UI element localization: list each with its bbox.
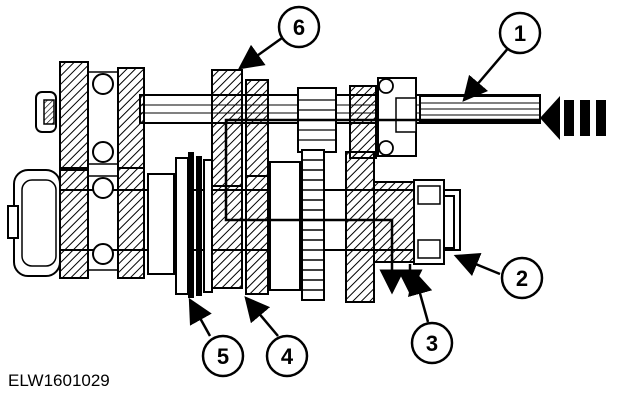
lower-right-gear [345, 151, 415, 303]
middle-spur-gear [269, 149, 325, 301]
callout-3-label: 3 [426, 331, 438, 356]
gear-4-lower [211, 175, 269, 295]
input-flow-arrow [540, 96, 606, 140]
figure-code: ELW1601029 [8, 371, 110, 390]
callout-1: 1 [462, 11, 542, 102]
callout-3: 3 [408, 269, 454, 365]
input-shaft-end-cap [35, 91, 57, 133]
callout-6: 6 [237, 5, 321, 70]
output-hub [413, 179, 455, 265]
callout-2-label: 2 [516, 266, 528, 291]
callout-4-label: 4 [281, 344, 294, 369]
gear-6-upper [211, 69, 269, 187]
synchro-assembly-5 [147, 152, 213, 298]
callout-6-label: 6 [293, 15, 305, 40]
callout-5: 5 [188, 297, 245, 378]
upper-left-bearing [59, 61, 145, 171]
lower-left-bearing [59, 167, 145, 279]
input-shaft-spline-end [419, 95, 541, 123]
callout-4: 4 [244, 296, 309, 378]
callout-1-label: 1 [514, 21, 526, 46]
output-shaft-end-cap [7, 169, 61, 277]
callout-2: 2 [453, 252, 544, 300]
upper-right-bearing [349, 77, 417, 159]
callout-5-label: 5 [217, 344, 229, 369]
